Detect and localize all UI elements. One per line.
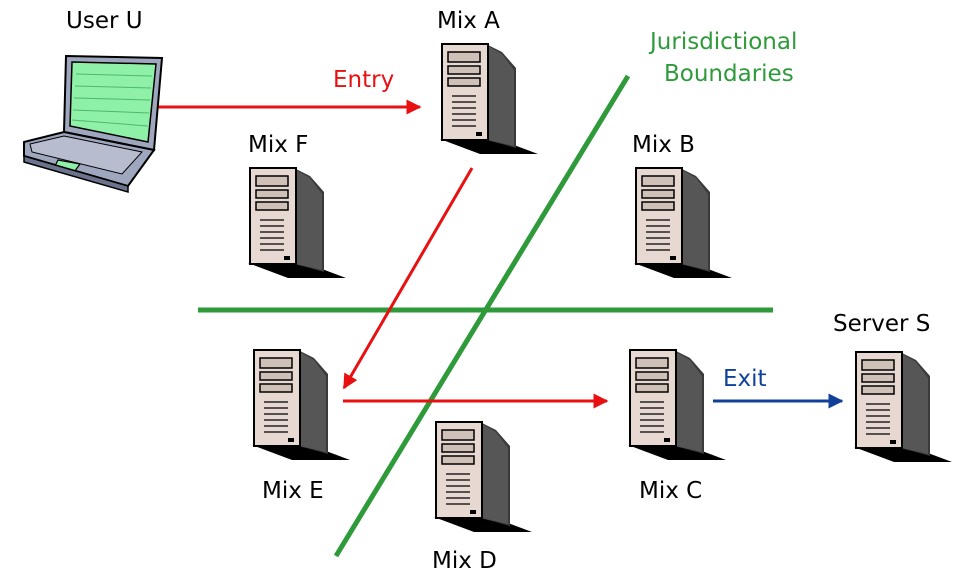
mix-b-server-icon bbox=[633, 167, 733, 279]
boundary-label-line1: Jurisdictional bbox=[648, 29, 797, 55]
mix-c-label: Mix C bbox=[639, 478, 702, 504]
mix-d-server-icon bbox=[433, 421, 533, 533]
laptop-icon bbox=[23, 55, 163, 193]
mix-e-server-icon bbox=[251, 349, 351, 461]
entry-label: Entry bbox=[333, 67, 394, 93]
mix-d-label: Mix D bbox=[432, 548, 497, 574]
mix-e-label: Mix E bbox=[262, 478, 324, 504]
exit-label: Exit bbox=[723, 366, 767, 392]
server-s-icon bbox=[853, 351, 953, 463]
mix-a-label: Mix A bbox=[437, 8, 500, 34]
arrow-mix-a-to-mix-e bbox=[342, 167, 474, 390]
mix-c-server-icon bbox=[627, 349, 727, 461]
mix-b-label: Mix B bbox=[632, 132, 695, 158]
user-u-label: User U bbox=[66, 8, 143, 34]
mix-a-server-icon bbox=[439, 43, 539, 155]
server-s-label: Server S bbox=[833, 311, 930, 337]
boundary-diagonal-line bbox=[333, 74, 631, 558]
boundary-label-line2: Boundaries bbox=[664, 61, 794, 87]
mix-f-label: Mix F bbox=[248, 132, 308, 158]
mix-f-server-icon bbox=[247, 167, 347, 279]
